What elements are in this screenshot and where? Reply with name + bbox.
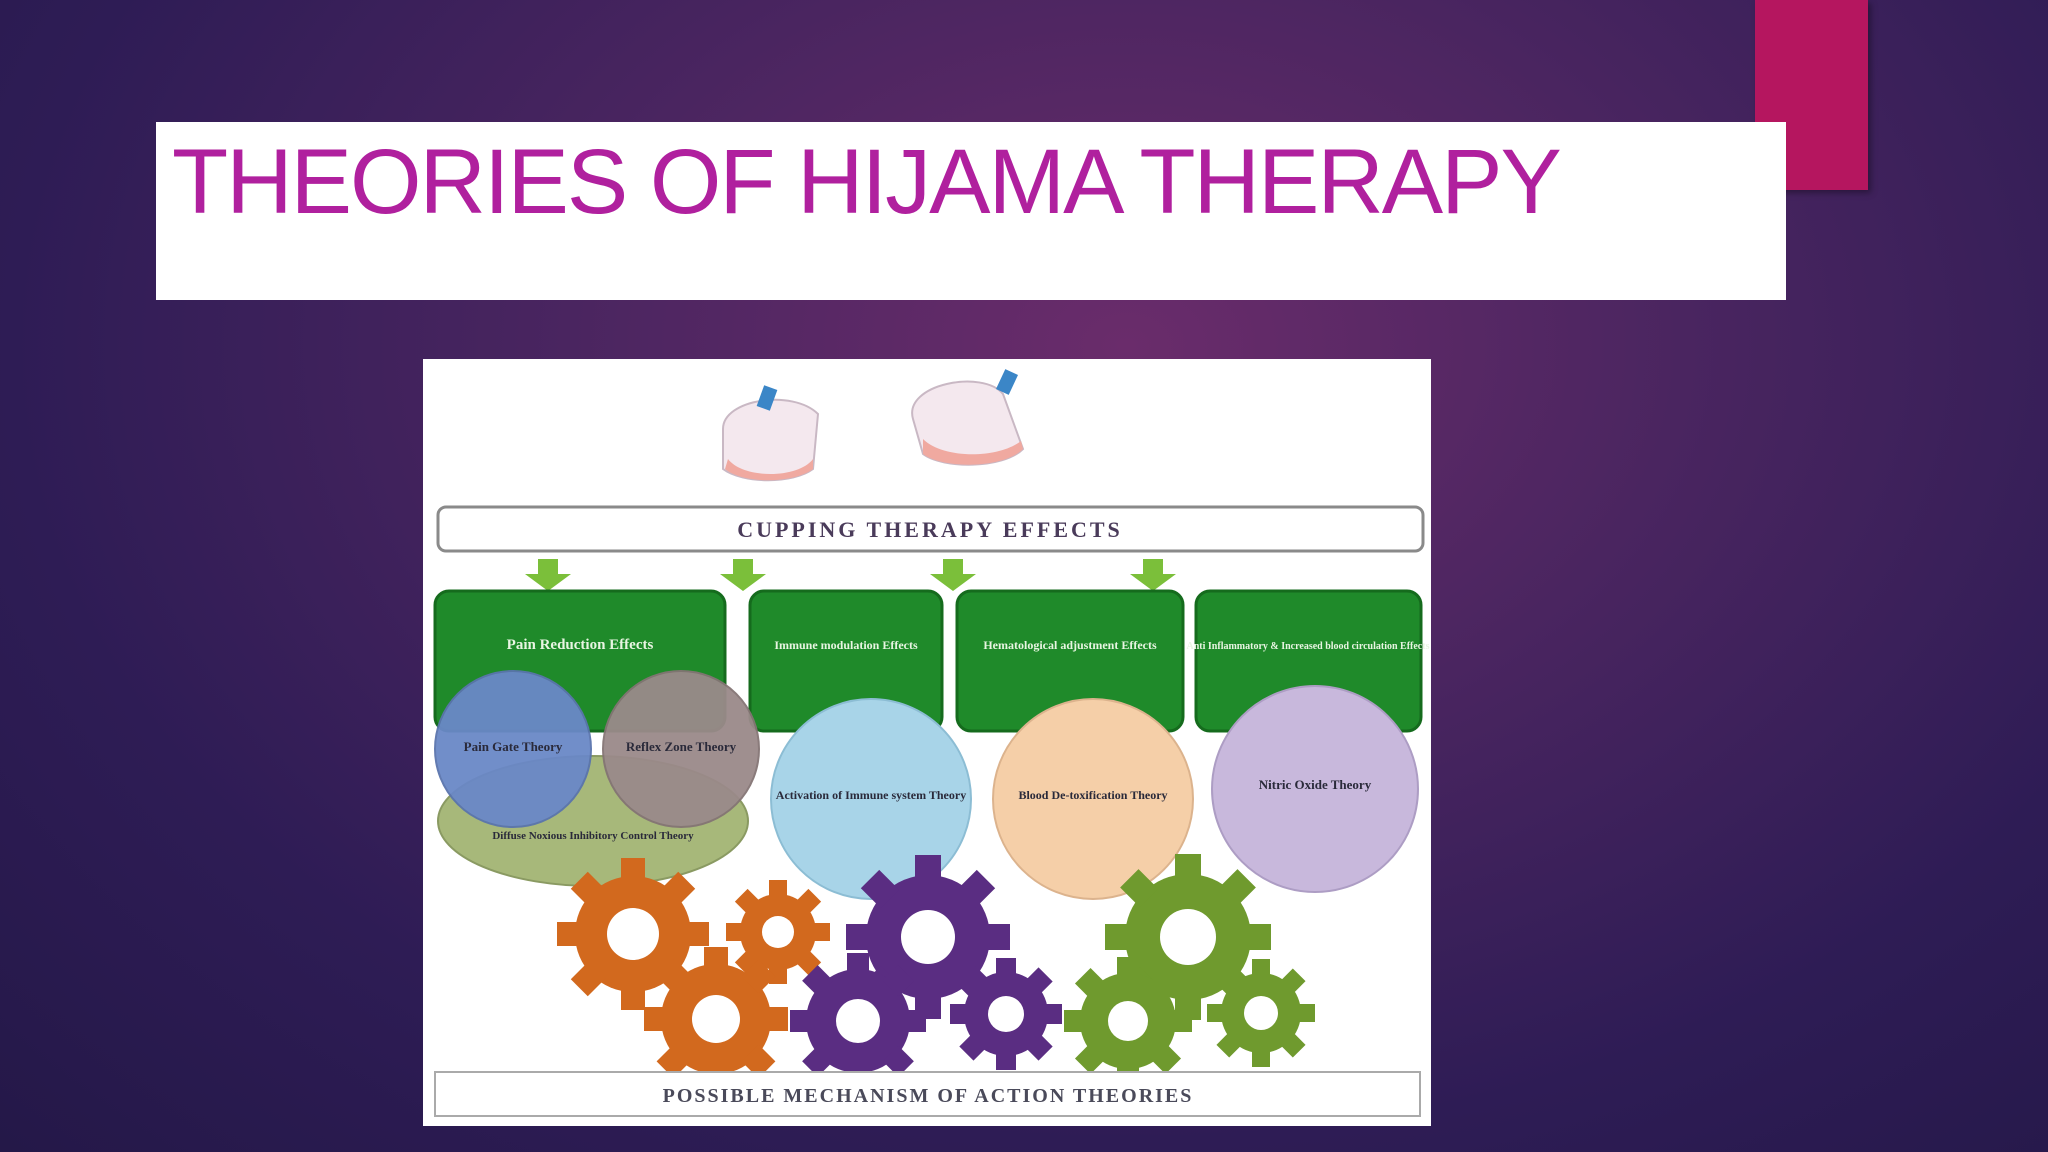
effects-header: CUPPING THERAPY EFFECTS xyxy=(436,505,1425,553)
slide-title: THEORIES OF HIJAMA THERAPY xyxy=(172,131,1562,233)
theory-label-2: Reflex Zone Theory xyxy=(626,739,737,754)
theory-label-4: Activation of Immune system Theory xyxy=(776,788,966,802)
theory-label-3: Diffuse Noxious Inhibitory Control Theor… xyxy=(492,830,694,842)
cups-illustration xyxy=(722,369,1025,482)
effect-label-1: Pain Reduction Effects xyxy=(507,637,654,653)
effect-label-4: Anti Inflammatory & Increased blood circ… xyxy=(1187,641,1430,652)
title-box: THEORIES OF HIJAMA THERAPY xyxy=(156,122,1786,300)
cupping-diagram: CUPPING THERAPY EFFECTS Pain Reduction E… xyxy=(423,359,1431,1126)
effects-header-label: CUPPING THERAPY EFFECTS xyxy=(737,517,1123,542)
theories-footer: POSSIBLE MECHANISM OF ACTION THEORIES xyxy=(434,1071,1421,1117)
theories-footer-label: POSSIBLE MECHANISM OF ACTION THEORIES xyxy=(663,1085,1194,1107)
gears-illustration xyxy=(557,854,1315,1091)
theory-label-1: Pain Gate Theory xyxy=(464,739,563,754)
effect-label-2: Immune modulation Effects xyxy=(774,638,918,652)
theory-label-5: Blood De-toxification Theory xyxy=(1018,788,1167,802)
theory-label-6: Nitric Oxide Theory xyxy=(1259,777,1372,792)
effect-arrows xyxy=(525,559,1176,591)
effect-label-3: Hematological adjustment Effects xyxy=(983,638,1157,652)
